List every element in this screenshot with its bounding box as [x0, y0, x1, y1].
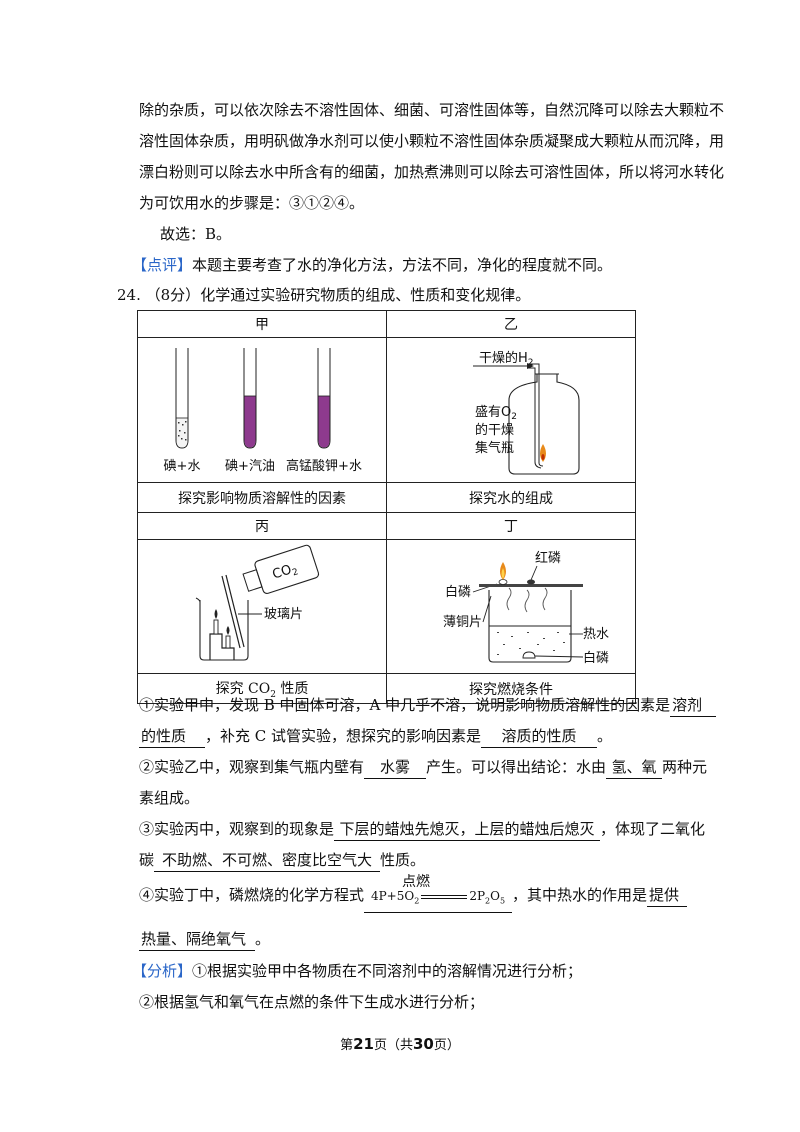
h2-label: 干燥的H2 [479, 350, 534, 368]
red-phosphorus [527, 579, 535, 585]
solution-answer: 故选：B。 [160, 225, 232, 243]
blank-co2-props: 不助燃、不可燃、密度比空气大 [154, 849, 381, 872]
test-tube-c [317, 348, 331, 449]
co2-bottle: CO2 [242, 544, 320, 594]
page-number: 21 [353, 1035, 374, 1053]
analysis-line-2: ②根据氢气和氧气在点燃的条件下生成水进行分析； [139, 993, 485, 1011]
test-tubes-figure: 碘+水 碘+汽油 高锰酸钾+水 [164, 348, 362, 474]
upper-candle [213, 619, 219, 635]
caption-yi: 探究水的组成 [386, 482, 636, 513]
red-phosphorus-label: 红磷 [535, 550, 561, 566]
hot-water-beaker [488, 590, 572, 663]
blank-hot-water-2: 热量、隔绝氧气 [139, 928, 255, 951]
tube-b-label: 碘+汽油 [225, 459, 275, 474]
solution-line-3: 漂白粉则可以除去水中所含有的细菌，加热煮沸则可以除去可溶性固体，所以将河水转化 [139, 163, 725, 181]
beaker [199, 600, 249, 661]
figure-bing: CO2 玻璃片 [137, 539, 387, 674]
analysis-tag: 【分析】 [132, 962, 193, 980]
answer-1-line-2: 的性质，补充 C 试管实验，想探究的影响因素是溶质的性质。 [139, 721, 685, 752]
white-phosphorus-bottom-label: 白磷 [583, 650, 609, 666]
answer-1-line-1: ①实验甲中，发现 B 中固体可溶，A 中几乎不溶，说明影响物质溶解性的因素是溶剂 [139, 690, 717, 721]
test-tube-a [175, 348, 189, 449]
blank-solvent-cont: 的性质 [139, 725, 205, 748]
header-bing: 丙 [137, 512, 387, 540]
answer-3-line-2: 碳不助燃、不可燃、密度比空气大性质。 [139, 845, 685, 876]
blank-candles: 下层的蜡烛先熄灭，上层的蜡烛后熄灭 [334, 818, 601, 841]
page-footer: 第21页（共30页） [340, 1035, 460, 1053]
equation-condition: 点燃 [402, 874, 431, 890]
co2-bottle-label: CO2 [271, 561, 300, 585]
header-ding: 丁 [386, 512, 636, 540]
glass-plate-label: 玻璃片 [264, 607, 303, 622]
answer-4-line-2: 热量、隔绝氧气。 [139, 924, 685, 955]
blank-solvent: 溶剂 [670, 694, 717, 717]
figure-ding: 红磷 白磷 [386, 539, 636, 674]
tube-c-label: 高锰酸钾+水 [286, 458, 362, 474]
header-yi: 乙 [386, 310, 636, 338]
question-number: 24. [117, 286, 141, 304]
blank-solute: 溶质的性质 [481, 725, 598, 748]
answer-3-line-1: ③实验丙中，观察到的现象是下层的蜡烛先熄灭，上层的蜡烛后熄灭，体现了二氧化 [139, 814, 705, 845]
copper-label: 薄铜片 [443, 615, 482, 630]
comment-line: 【点评】本题主要考查了水的净化方法，方法不同，净化的程度就不同。 [132, 250, 678, 281]
figure-yi: 干燥的H2 盛有O2 的干燥 集气瓶 [386, 337, 636, 483]
header-jia: 甲 [137, 310, 387, 338]
test-tube-b [243, 348, 257, 449]
co2-beaker-figure: CO2 玻璃片 [195, 544, 320, 661]
solution-line-1: 除的杂质，可以依次除去不溶性固体、细菌、可溶性固体等，自然沉降可以除去大颗粒不 [139, 101, 725, 119]
bottle-label-2: 的干燥 [475, 422, 514, 438]
bottle-label-1: 盛有O2 [475, 405, 517, 422]
figure-jia: 碘+水 碘+汽油 高锰酸钾+水 [137, 337, 387, 483]
white-phosphorus-top-label: 白磷 [445, 584, 471, 600]
lower-candle [225, 635, 231, 649]
comment-text: 本题主要考查了水的净化方法，方法不同，净化的程度就不同。 [192, 256, 613, 274]
gas-bottle-figure: 干燥的H2 盛有O2 的干燥 集气瓶 [473, 350, 580, 475]
page-total: 30 [413, 1035, 434, 1053]
copper-sheet [479, 584, 583, 587]
submerged-white-p [522, 651, 536, 659]
solution-line-4: 为可饮用水的步骤是：③①②④。 [139, 194, 365, 212]
caption-jia: 探究影响物质溶解性的因素 [137, 482, 387, 513]
experiment-table: 甲 乙 [137, 310, 636, 704]
question-24: 24. （8分）化学通过实验研究物质的组成、性质和变化规律。 [117, 280, 663, 311]
hot-water-label: 热水 [583, 627, 609, 642]
blank-mist: 水雾 [364, 756, 427, 779]
caption-ding: 探究燃烧条件 [386, 673, 636, 704]
tube-a-label: 碘+水 [164, 459, 201, 474]
bottle-label-3: 集气瓶 [475, 440, 514, 456]
answer-2-line-2: 素组成。 [139, 789, 200, 807]
gas-bottle [508, 373, 580, 475]
question-text: 化学通过实验研究物质的组成、性质和变化规律。 [200, 286, 531, 304]
caption-bing: 探究 CO2 性质 [137, 673, 387, 704]
solution-line-2: 溶性固体杂质，用明矾做净水剂可以使小颗粒不溶性固体杂质凝聚成大颗粒从而沉降，用 [139, 132, 725, 150]
analysis-line-1: 【分析】①根据实验甲中各物质在不同溶剂中的溶解情况进行分析； [132, 962, 583, 980]
blank-hot-water-1: 提供 [647, 884, 688, 907]
comment-tag: 【点评】 [132, 256, 193, 274]
combustion-figure: 红磷 白磷 [443, 550, 609, 666]
blank-elements: 氢、氧 [606, 756, 663, 779]
answer-2-line-1: ②实验乙中，观察到集气瓶内壁有水雾产生。可以得出结论：水由氢、氧两种元 [139, 752, 707, 783]
question-score: （8分） [145, 286, 201, 304]
